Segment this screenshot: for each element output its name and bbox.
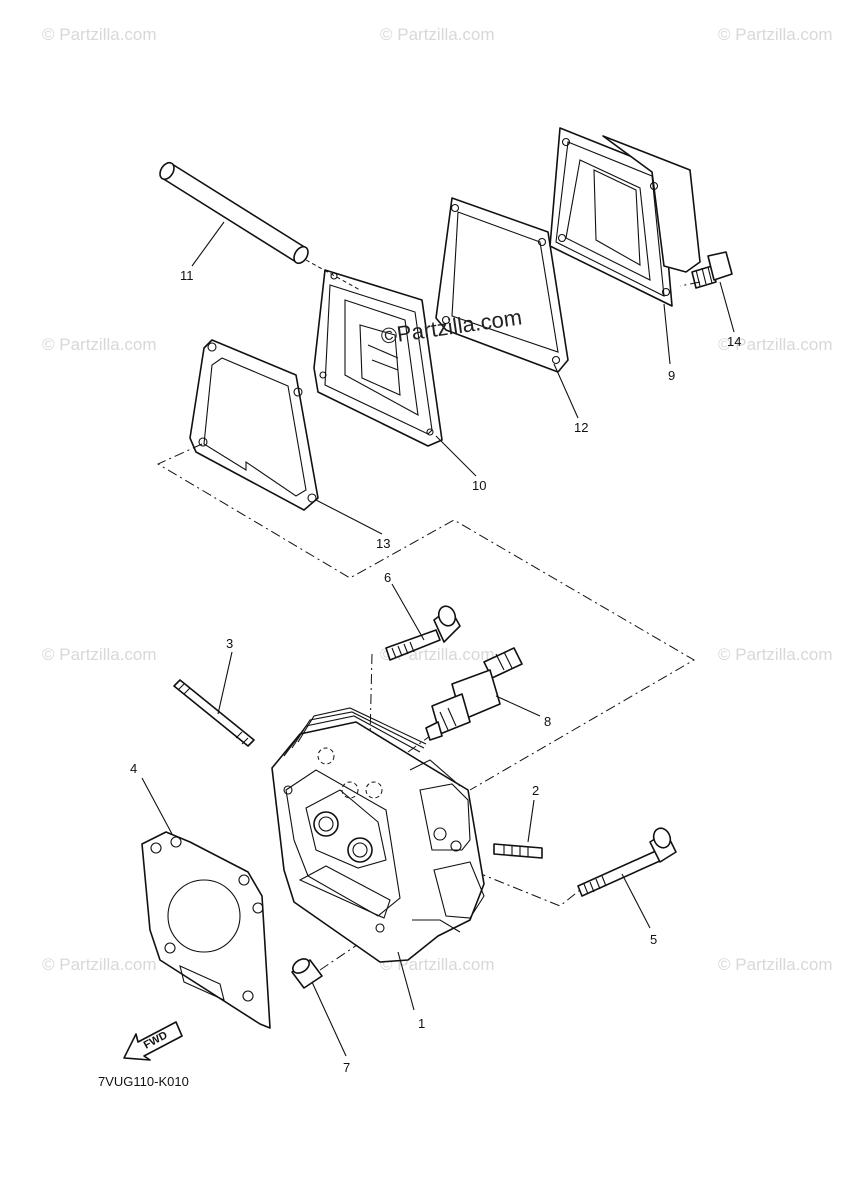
callout-9: 9	[668, 368, 675, 383]
part-7-dowel	[291, 958, 323, 989]
callout-11: 11	[180, 268, 194, 283]
leader-lines	[141, 221, 735, 1057]
callout-4: 4	[130, 761, 137, 776]
part-3-stud	[173, 679, 255, 747]
watermark: © Partzilla.com	[42, 955, 157, 974]
part-8-spark-plug	[425, 647, 523, 741]
watermarks: © Partzilla.com © Partzilla.com © Partzi…	[42, 25, 833, 974]
callout-13: 13	[376, 536, 390, 551]
watermark: © Partzilla.com	[718, 645, 833, 664]
callout-14: 14	[727, 334, 741, 349]
part-10-cover-plate	[305, 259, 443, 447]
part-14-bolt	[691, 251, 733, 289]
callout-2: 2	[532, 783, 539, 798]
part-4-head-gasket	[141, 831, 271, 1029]
part-1-cylinder-head	[271, 707, 485, 963]
part-12-gasket	[435, 197, 569, 373]
fwd-arrow-icon: FWD	[123, 1021, 183, 1061]
part-13-gasket	[189, 339, 319, 511]
callout-1: 1	[418, 1016, 425, 1031]
callout-10: 10	[472, 478, 486, 493]
watermark: © Partzilla.com	[42, 335, 157, 354]
diagram-code: 7VUG110-K010	[98, 1074, 189, 1089]
part-6-bolt	[385, 605, 461, 661]
part-11-pipe	[159, 161, 309, 265]
callout-3: 3	[226, 636, 233, 651]
callout-12: 12	[574, 420, 588, 435]
part-9-head-cover	[549, 127, 701, 307]
callout-8: 8	[544, 714, 551, 729]
callouts: 1 2 3 4 5 6 7 8 9 10 11 12 13 14	[130, 268, 741, 1075]
callout-7: 7	[343, 1060, 350, 1075]
callout-5: 5	[650, 932, 657, 947]
watermark: © Partzilla.com	[718, 955, 833, 974]
watermark: © Partzilla.com	[718, 25, 833, 44]
watermark: © Partzilla.com	[42, 645, 157, 664]
part-5-bolt	[577, 827, 677, 897]
watermark: © Partzilla.com	[42, 25, 157, 44]
part-2-stud	[493, 843, 543, 859]
watermark: © Partzilla.com	[380, 25, 495, 44]
callout-6: 6	[384, 570, 391, 585]
watermark: © Partzilla.com	[718, 335, 833, 354]
